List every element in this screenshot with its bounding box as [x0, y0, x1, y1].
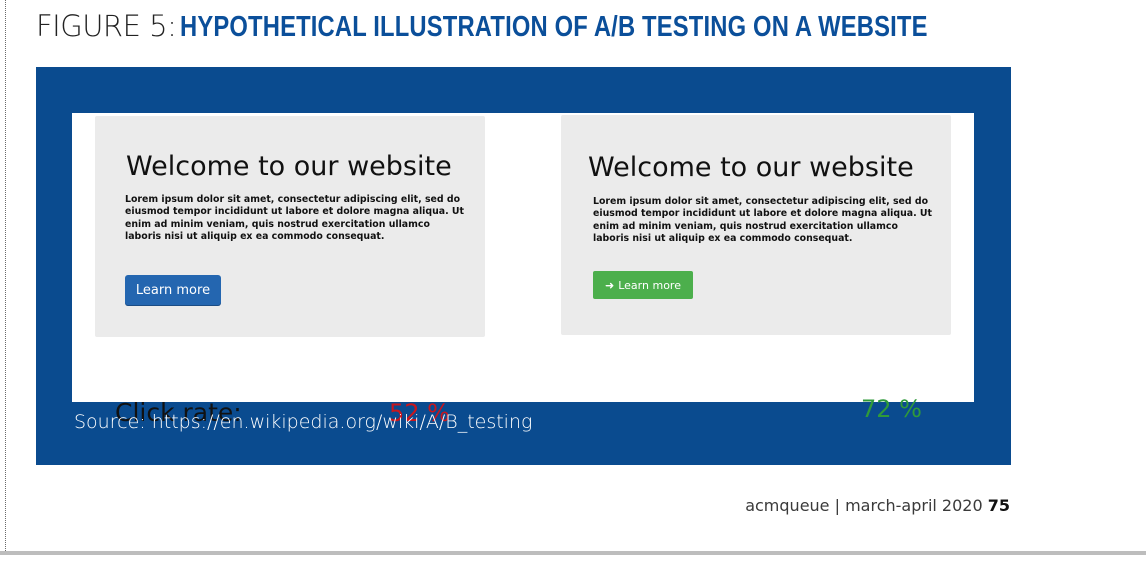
variant-b-heading: Welcome to our website	[588, 152, 914, 183]
left-margin-rule	[5, 0, 6, 551]
ab-test-illustration: Welcome to our website Lorem ipsum dolor…	[72, 113, 974, 427]
figure-source: Source: https://en.wikipedia.org/wiki/A/…	[74, 411, 533, 433]
variant-b-card: Welcome to our website Lorem ipsum dolor…	[561, 115, 951, 335]
variant-a-card: Welcome to our website Lorem ipsum dolor…	[95, 116, 485, 337]
variant-a-click-rate: 52 %	[389, 399, 450, 427]
click-rate-label: Click rate:	[115, 398, 242, 427]
variant-a-body: Lorem ipsum dolor sit amet, consectetur …	[125, 194, 465, 243]
figure-title: FIGURE 5:HYPOTHETICAL ILLUSTRATION OF A/…	[36, 6, 1092, 46]
figure-label: FIGURE 5:	[36, 9, 177, 43]
publication-info: acmqueue | march-april 2020	[745, 496, 983, 515]
page-footer: acmqueue | march-april 2020 75	[745, 496, 1010, 515]
variant-b-click-rate: 72 %	[861, 395, 922, 423]
page-number: 75	[987, 496, 1010, 515]
variant-b-button-label: Learn more	[618, 278, 681, 292]
variant-a-button-label: Learn more	[135, 283, 211, 298]
variant-b-body: Lorem ipsum dolor sit amet, consectetur …	[593, 196, 933, 245]
variant-a-learn-more-button[interactable]: Learn more	[125, 275, 221, 306]
arrow-right-icon: ➜	[605, 278, 615, 292]
figure-title-text: HYPOTHETICAL ILLUSTRATION OF A/B TESTING…	[180, 11, 928, 43]
variant-b-learn-more-button[interactable]: ➜Learn more	[593, 271, 693, 299]
variant-a-heading: Welcome to our website	[126, 151, 452, 182]
bottom-divider	[0, 551, 1146, 555]
figure-panel: Welcome to our website Lorem ipsum dolor…	[36, 67, 1011, 465]
